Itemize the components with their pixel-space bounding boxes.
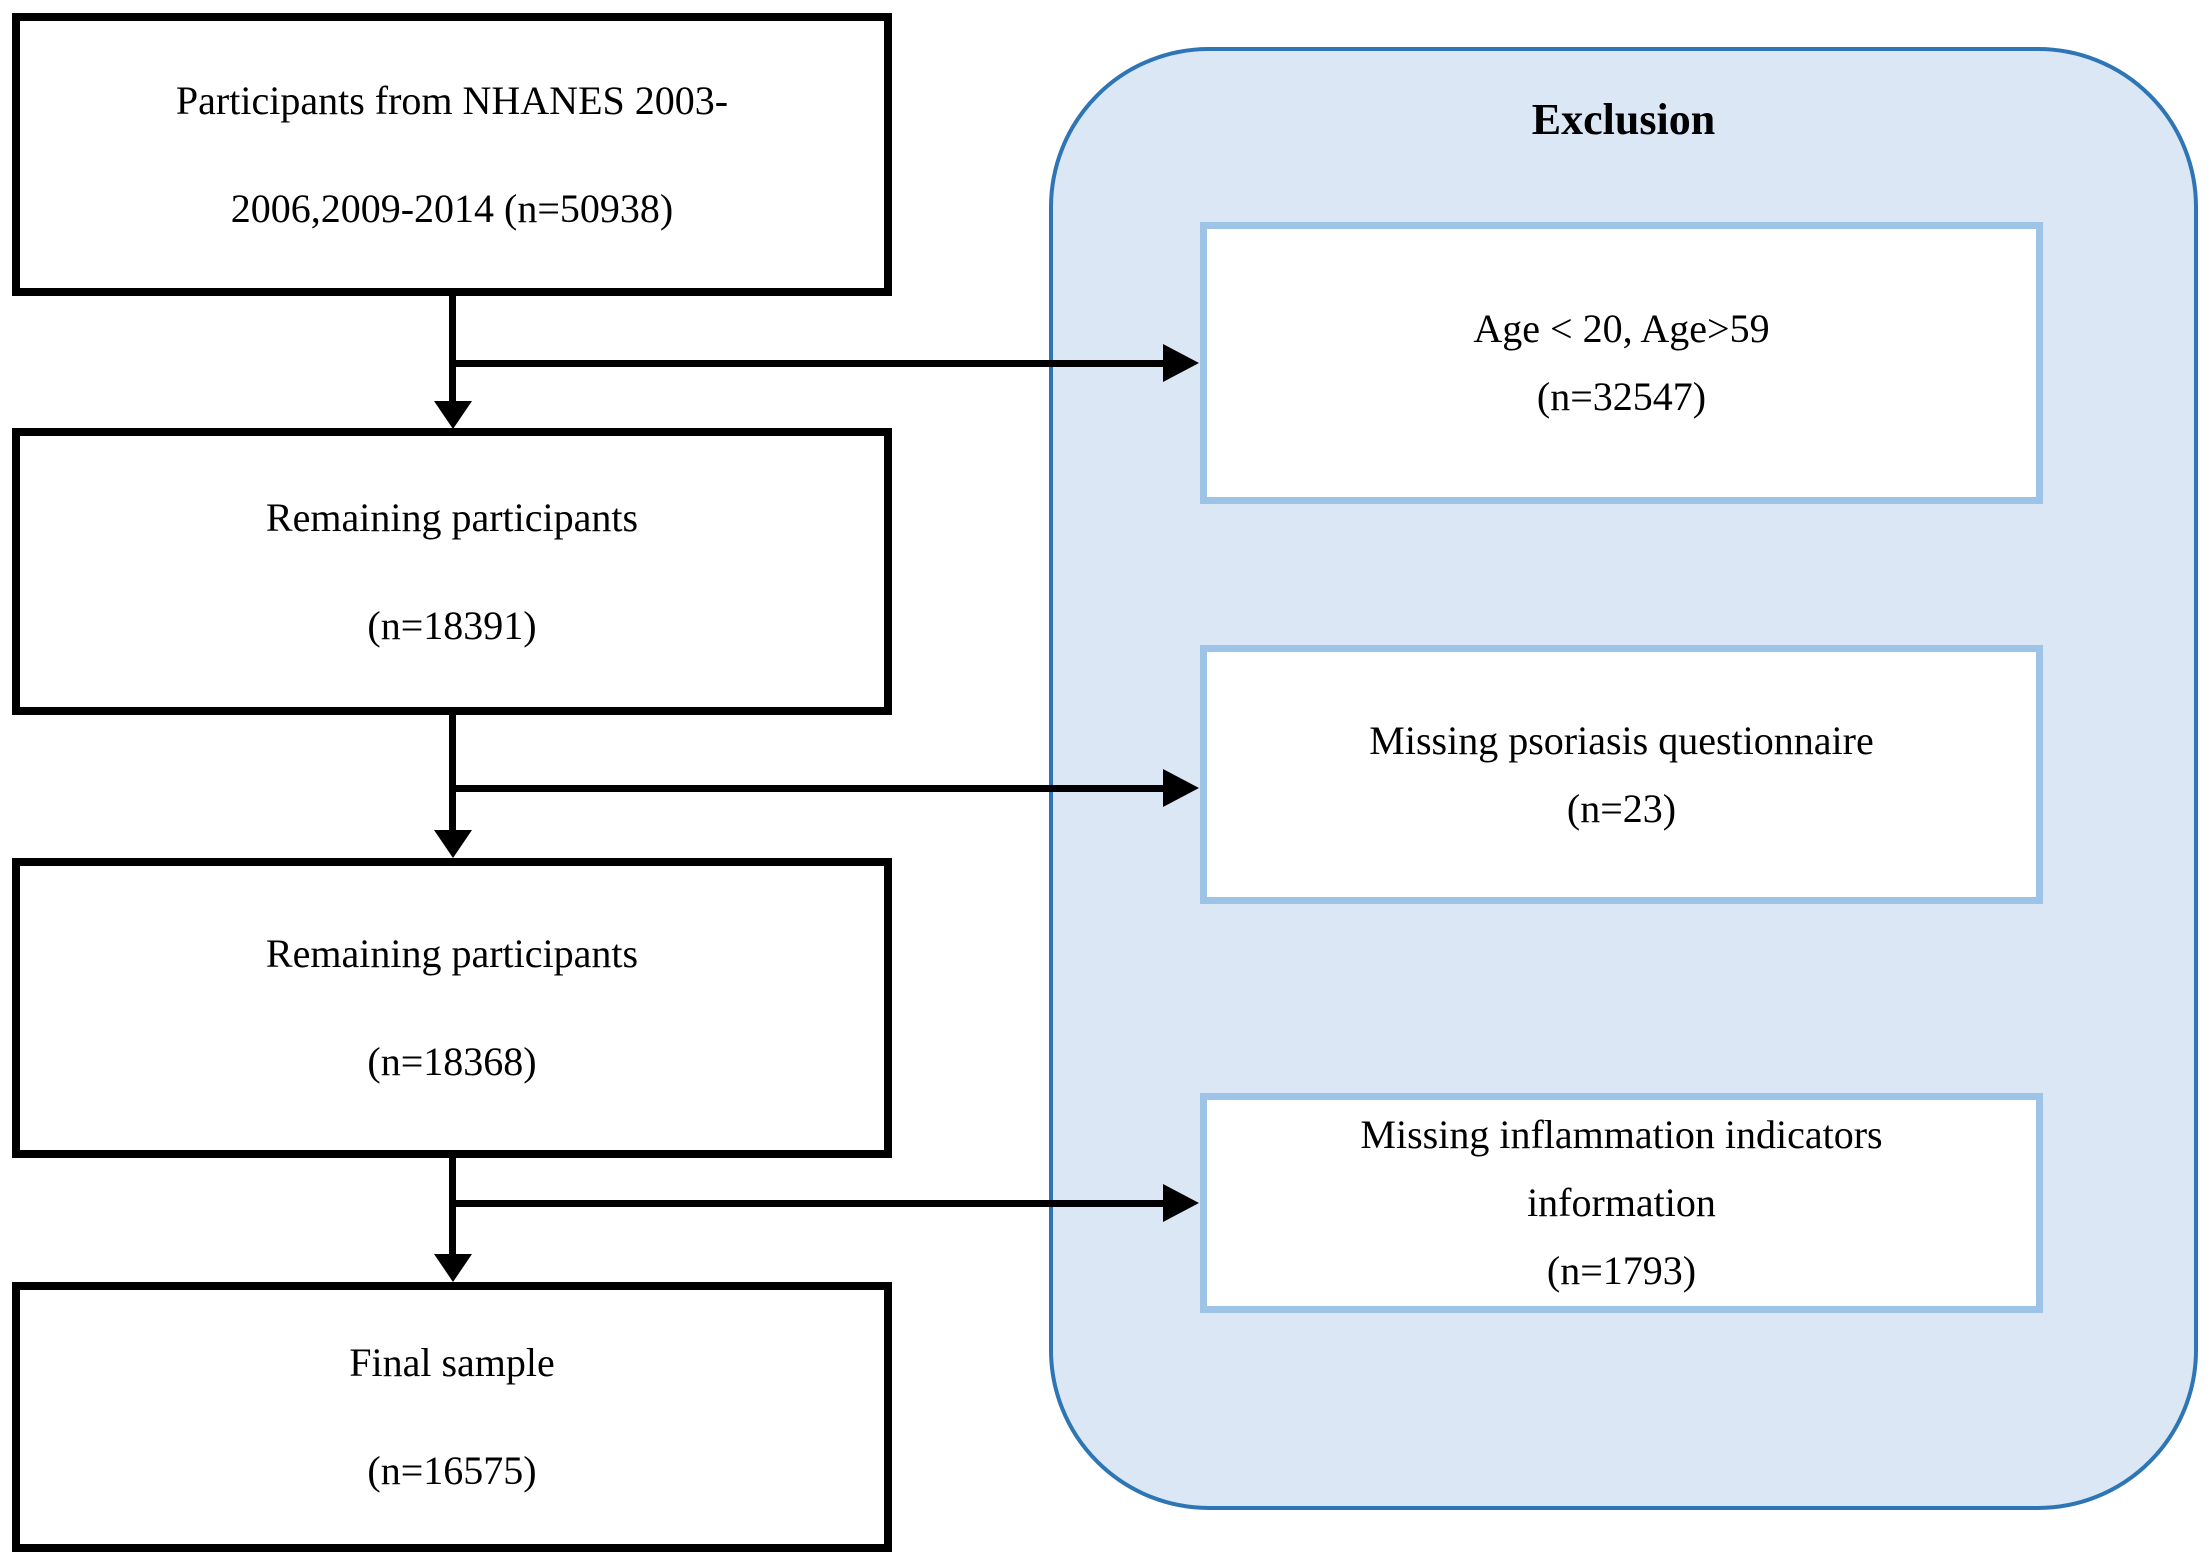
exclusion-box-psoriasis: Missing psoriasis questionnaire (n=23) xyxy=(1200,645,2043,904)
exclusion-box-inflammation: Missing inflammation indicators informat… xyxy=(1200,1093,2043,1313)
exclusion-title: Exclusion xyxy=(1531,95,1716,144)
flow-box-final-sample: Final sample (n=16575) xyxy=(12,1282,892,1552)
connector-branch-2 xyxy=(449,785,1166,792)
box-text-line: Missing inflammation indicators xyxy=(1360,1112,1883,1157)
box-text-line: Final sample xyxy=(349,1340,555,1385)
box-text-line: (n=23) xyxy=(1566,785,1677,831)
box-text-line: Remaining participants xyxy=(265,931,639,976)
flow-box-remaining-2: Remaining participants (n=18368) xyxy=(12,858,892,1158)
arrowhead-down-2-icon xyxy=(434,830,472,858)
box-text-line: (n=32547) xyxy=(1536,374,1707,419)
box-text-line: (n=1793) xyxy=(1546,1248,1697,1293)
exclusion-box-age: Age < 20, Age>59 (n=32547) xyxy=(1200,222,2043,504)
connector-branch-1 xyxy=(449,360,1166,367)
box-text-line: 2006,2009-2014 (n=50938) xyxy=(230,185,674,231)
arrowhead-right-3-icon xyxy=(1163,1184,1199,1222)
box-text-line: Age < 20, Age>59 xyxy=(1473,306,1770,351)
connector-vertical-1 xyxy=(449,296,456,404)
arrowhead-right-1-icon xyxy=(1163,344,1199,382)
box-text-line: information xyxy=(1527,1180,1716,1225)
box-text-line: Missing psoriasis questionnaire xyxy=(1369,717,1874,763)
arrowhead-down-3-icon xyxy=(434,1254,472,1282)
box-text-line: (n=18368) xyxy=(367,1039,537,1084)
box-text-line: (n=16575) xyxy=(367,1448,537,1493)
connector-vertical-3 xyxy=(449,1158,456,1256)
flow-box-nhanes-participants: Participants from NHANES 2003- 2006,2009… xyxy=(12,13,892,296)
connector-branch-3 xyxy=(449,1200,1166,1207)
flow-box-remaining-1: Remaining participants (n=18391) xyxy=(12,428,892,715)
box-text-line: Participants from NHANES 2003- xyxy=(175,77,729,123)
connector-vertical-2 xyxy=(449,715,456,832)
arrowhead-right-2-icon xyxy=(1163,769,1199,807)
box-text-line: (n=18391) xyxy=(367,602,537,648)
arrowhead-down-1-icon xyxy=(434,401,472,429)
box-text-line: Remaining participants xyxy=(265,494,639,540)
